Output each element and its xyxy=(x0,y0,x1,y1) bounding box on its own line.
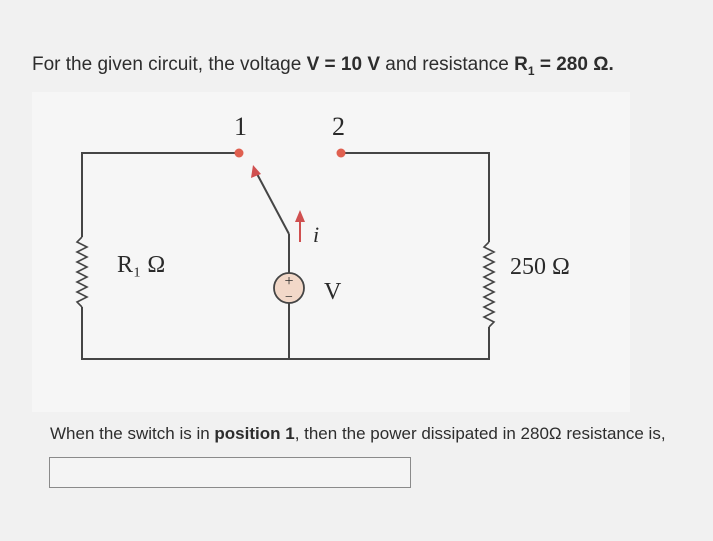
resistance-subscript: 1 xyxy=(527,63,535,78)
wire-left-bottom xyxy=(81,307,490,360)
source-plus-sign: + xyxy=(284,273,293,290)
label-source-voltage: V xyxy=(324,279,342,305)
wire-right-top xyxy=(341,152,490,242)
question-emphasis: position 1 xyxy=(214,424,295,443)
resistance-value: = 280 Ω. xyxy=(534,54,614,75)
problem-prefix: For the given circuit, the voltage xyxy=(32,54,307,75)
source-minus-sign: − xyxy=(285,290,293,305)
problem-statement: For the given circuit, the voltage V = 1… xyxy=(32,54,614,78)
question-text: When the switch is in position 1, then t… xyxy=(50,424,666,444)
current-arrow-head xyxy=(295,210,305,222)
label-current: i xyxy=(313,222,319,247)
circuit-diagram: 1 2 i R₁ Ω 250 Ω V + − xyxy=(75,112,570,360)
terminal-position-2 xyxy=(336,148,346,158)
label-position-1: 1 xyxy=(234,112,247,141)
label-r1: R₁ Ω xyxy=(117,252,165,278)
question-prefix: When the switch is in xyxy=(50,424,215,443)
switch-arrow-head xyxy=(251,165,261,178)
label-position-2: 2 xyxy=(332,112,345,141)
resistance-symbol: R xyxy=(514,54,528,75)
label-r2: 250 Ω xyxy=(510,254,570,280)
answer-input[interactable] xyxy=(49,457,411,488)
question-suffix: , then the power dissipated in 280Ω resi… xyxy=(294,424,666,443)
problem-middle: and resistance xyxy=(380,54,515,75)
resistor-r1 xyxy=(75,236,89,308)
circuit-figure: 1 2 i R₁ Ω 250 Ω V + − xyxy=(32,92,630,412)
wire-left-top xyxy=(81,152,239,237)
voltage-source xyxy=(273,272,305,304)
voltage-value: V = 10 V xyxy=(306,54,381,75)
switch-blade xyxy=(255,171,290,235)
resistor-250 xyxy=(482,241,496,328)
terminal-position-1 xyxy=(234,148,244,158)
